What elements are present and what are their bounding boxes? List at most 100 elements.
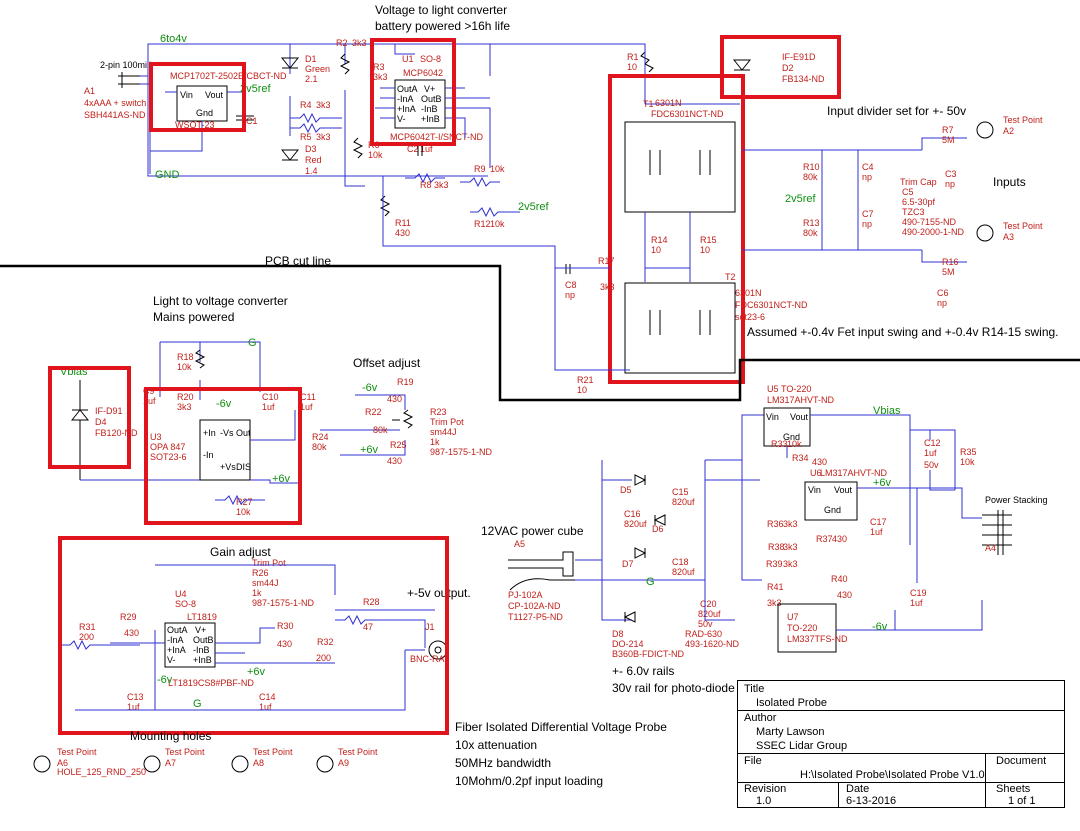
a8-ref: A8 — [253, 758, 264, 768]
u7-ref: U7 — [787, 612, 799, 622]
u5-pkg: TO-220 — [781, 384, 811, 394]
r26-val: 1k — [252, 588, 262, 598]
mounting-holes: Mounting holes Test Point A6 HOLE_125_RN… — [33, 729, 378, 777]
r30-val: 430 — [277, 639, 292, 649]
r4-ref: R4 — [300, 100, 312, 110]
r35-val: 10k — [960, 457, 975, 467]
connector-a1: 2-pin 100mill A1 4xAAA + switch SBH441AS… — [84, 60, 151, 120]
t2-part: FDC6301NCT-ND — [735, 300, 808, 310]
t2-ref: T2 — [725, 272, 736, 282]
r22-ref: R22 — [365, 407, 382, 417]
heading-l2v-sub: Mains powered — [153, 310, 234, 324]
d8-part: B360B-FDICT-ND — [612, 649, 685, 659]
r28-ref: R28 — [363, 597, 380, 607]
r14-ref: R14 — [651, 235, 668, 245]
u4-outa: OutA — [167, 625, 188, 635]
net-m6v-u4: -6v — [157, 674, 173, 686]
r3-ref: R3 — [373, 62, 385, 72]
highlight-d4 — [48, 366, 131, 469]
regulator-u6: U6 LM317AHVT-ND Vin Vout Gnd — [804, 468, 982, 583]
c8-val: np — [565, 290, 575, 300]
r9-val: 10k — [490, 164, 505, 174]
d4-part: IF-D91 — [95, 406, 123, 416]
r13-ref: R13 — [803, 218, 820, 228]
a6-pkg: HOLE_125_RND_250 — [57, 767, 146, 777]
c3-ref: C3 — [945, 169, 957, 179]
d2-part: IF-E91D — [782, 52, 816, 62]
pcb-cut-label: PCB cut line — [265, 254, 331, 268]
net-p6v-offset: +6v — [360, 444, 379, 456]
net-p6v-u4: +6v — [247, 666, 266, 678]
a2-label: Test Point — [1003, 115, 1043, 125]
u1-inb-pos: +InB — [421, 114, 440, 124]
t1-ref: T1 — [643, 99, 654, 109]
u5-vout: Vout — [790, 412, 809, 422]
u6-ref: U6 — [810, 468, 822, 478]
r26-model: sm44J — [252, 578, 279, 588]
pcb-cut-line — [0, 264, 1080, 402]
c20-ref: C20 — [700, 599, 717, 609]
d4-desc: FB120-ND — [95, 428, 138, 438]
r41-ref: R41 — [767, 582, 784, 592]
d7-ref: D7 — [622, 559, 634, 569]
r33-ref: R33 — [771, 439, 788, 449]
u4-vneg: V- — [167, 655, 176, 665]
r40-ref: R40 — [831, 574, 848, 584]
net-m6v-offset: -6v — [362, 382, 378, 394]
c13-val: 1uf — [127, 702, 140, 712]
r1-ref: R1 — [627, 52, 639, 62]
r20-val: 3k3 — [177, 402, 192, 412]
amplifier-u3: U3 OPA 847 SOT23-6 -In +In -Vs Out +Vs D… — [150, 410, 300, 484]
d6-ref: D6 — [652, 524, 664, 534]
d2-ref: D2 — [782, 63, 794, 73]
c10-val: 1uf — [262, 402, 275, 412]
voltage-to-light-section: Voltage to light converter battery power… — [84, 3, 1059, 395]
c9-val: 1uf — [143, 396, 156, 406]
a6-ref: A6 — [57, 758, 68, 768]
r29-ref: R29 — [120, 612, 137, 622]
led-d3: D3 Red 1.4 — [280, 144, 322, 176]
r23-val: 1k — [430, 437, 440, 447]
author-value: Marty Lawson — [756, 726, 825, 738]
u5-part: LM317AHVT-ND — [767, 395, 835, 405]
r14-val: 10 — [651, 245, 661, 255]
r15-val: 10 — [700, 245, 710, 255]
heading-mounting: Mounting holes — [130, 729, 211, 743]
r7-ref: R7 — [942, 125, 954, 135]
title-block: Title Isolated Probe Author Marty Lawson… — [737, 680, 1065, 808]
c20-part: 493-1620-ND — [685, 639, 740, 649]
r31-val: 200 — [79, 632, 94, 642]
desc-line3: 50MHz bandwidth — [455, 756, 551, 770]
u1-inb-neg: -InB — [421, 104, 438, 114]
r17-val: 3k3 — [600, 282, 615, 292]
u1-part: MCP6042T-I/SNCT-ND — [390, 132, 484, 142]
u1-pkg: SO-8 — [420, 54, 441, 64]
net-m6v-u3: -6v — [216, 398, 232, 410]
u2-vout: Vout — [205, 90, 224, 100]
u3-vspos: +Vs — [220, 462, 236, 472]
u4-ina-neg: -InA — [167, 635, 184, 645]
r17-ref: R17 — [598, 256, 615, 266]
light-to-voltage-section: Light to voltage converter Mains powered… — [48, 294, 493, 735]
r41-val: 3k3 — [767, 598, 782, 608]
r23-type: Trim Pot — [430, 417, 464, 427]
u3-ref: U3 — [150, 432, 162, 442]
t2-pkg: sot23-6 — [735, 312, 765, 322]
c3-val: np — [945, 179, 955, 189]
u6-part: LM317AHVT-ND — [820, 468, 888, 478]
c5-trim: Trim Cap — [900, 177, 937, 187]
t1-type: 6301N — [655, 98, 682, 108]
r34-val: 430 — [812, 457, 827, 467]
heading-assumed: Assumed +-0.4v Fet input swing and +-0.4… — [747, 325, 1059, 339]
u1-vpos: V+ — [424, 84, 435, 94]
a6-label: Test Point — [57, 747, 97, 757]
highlight-d2 — [720, 35, 841, 99]
highlight-u4 — [58, 536, 449, 735]
r33-val: 10k — [787, 439, 802, 449]
c6-val: np — [937, 298, 947, 308]
r37-val: 430 — [832, 534, 847, 544]
j1-type: BNC-RA — [410, 654, 445, 664]
t2-type: 6301N — [735, 288, 762, 298]
c1-label: C1 — [246, 116, 258, 126]
